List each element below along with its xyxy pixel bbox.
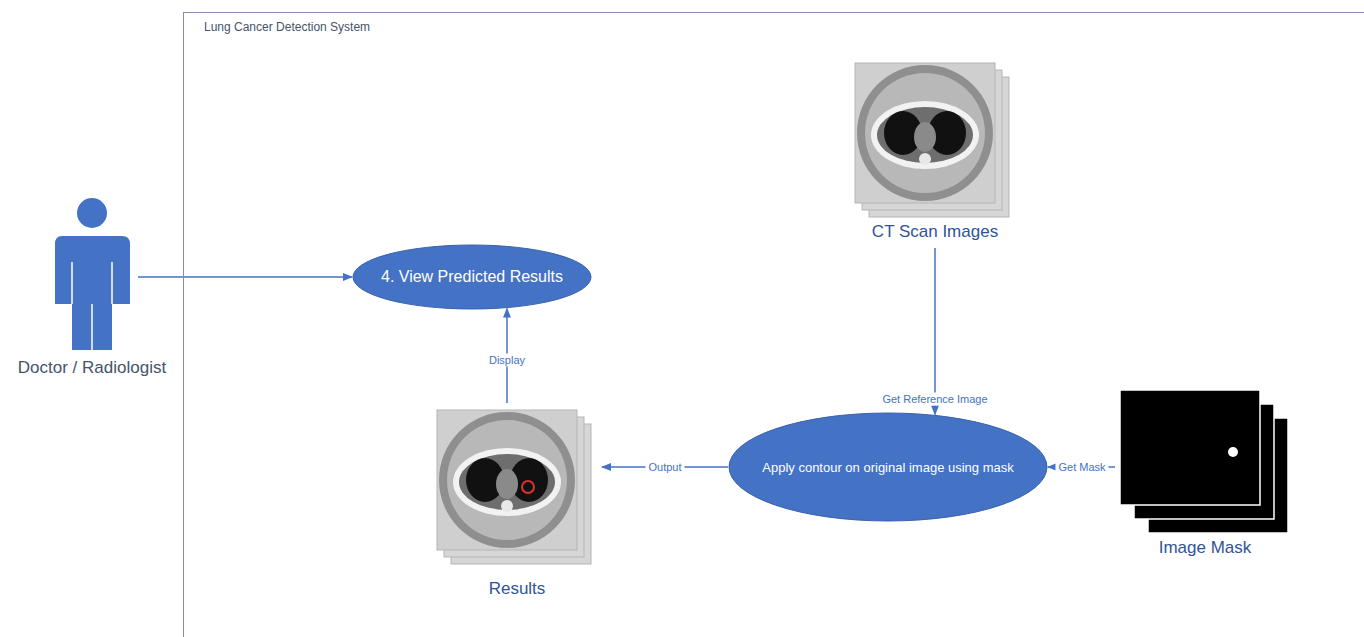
mask-sheet (1120, 390, 1260, 505)
actor: Doctor / Radiologist (46, 195, 138, 385)
node-label: Image Mask (1159, 538, 1252, 558)
actor-seams (72, 262, 112, 350)
node-label: Results (489, 579, 546, 599)
image-stack: Image Mask (1115, 385, 1295, 563)
nodule-contour (522, 481, 534, 493)
use-case-ellipse: 4. View Predicted Results (352, 244, 592, 310)
use-case-text: 4. View Predicted Results (381, 268, 563, 286)
result-slice (437, 410, 577, 550)
result-sheet-border (437, 410, 577, 550)
image-stack: CT Scan Images (850, 58, 1020, 248)
actor-body (55, 236, 130, 350)
use-case-ellipse: Apply contour on original image using ma… (728, 412, 1048, 522)
connector-line (934, 248, 936, 414)
connector-label: Get Mask (1055, 461, 1108, 474)
system-boundary: Lung Cancer Detection System 4. View Pred… (183, 12, 1364, 637)
connector-line (138, 276, 352, 278)
ct-sheet-border (855, 63, 995, 203)
connector-label: Get Reference Image (879, 393, 990, 406)
mask-dot (1228, 447, 1238, 457)
connector-label: Display (486, 354, 528, 367)
image-stack: Results (432, 403, 602, 601)
ellipse-shape (729, 413, 1047, 521)
ct-image-stack (855, 63, 1009, 217)
node-label: Doctor / Radiologist (18, 358, 166, 378)
use-case-text: Apply contour on original image using ma… (762, 460, 1013, 475)
node-label: CT Scan Images (872, 222, 998, 242)
boundary-title: Lung Cancer Detection System (204, 20, 370, 34)
connector-label: Output (645, 461, 684, 474)
ellipse-shape (353, 245, 591, 309)
mask-image-stack (1120, 390, 1288, 533)
result-image-stack (437, 410, 591, 564)
actor-figure (55, 198, 130, 350)
actor-head (77, 198, 107, 228)
ct-slice (855, 63, 995, 203)
